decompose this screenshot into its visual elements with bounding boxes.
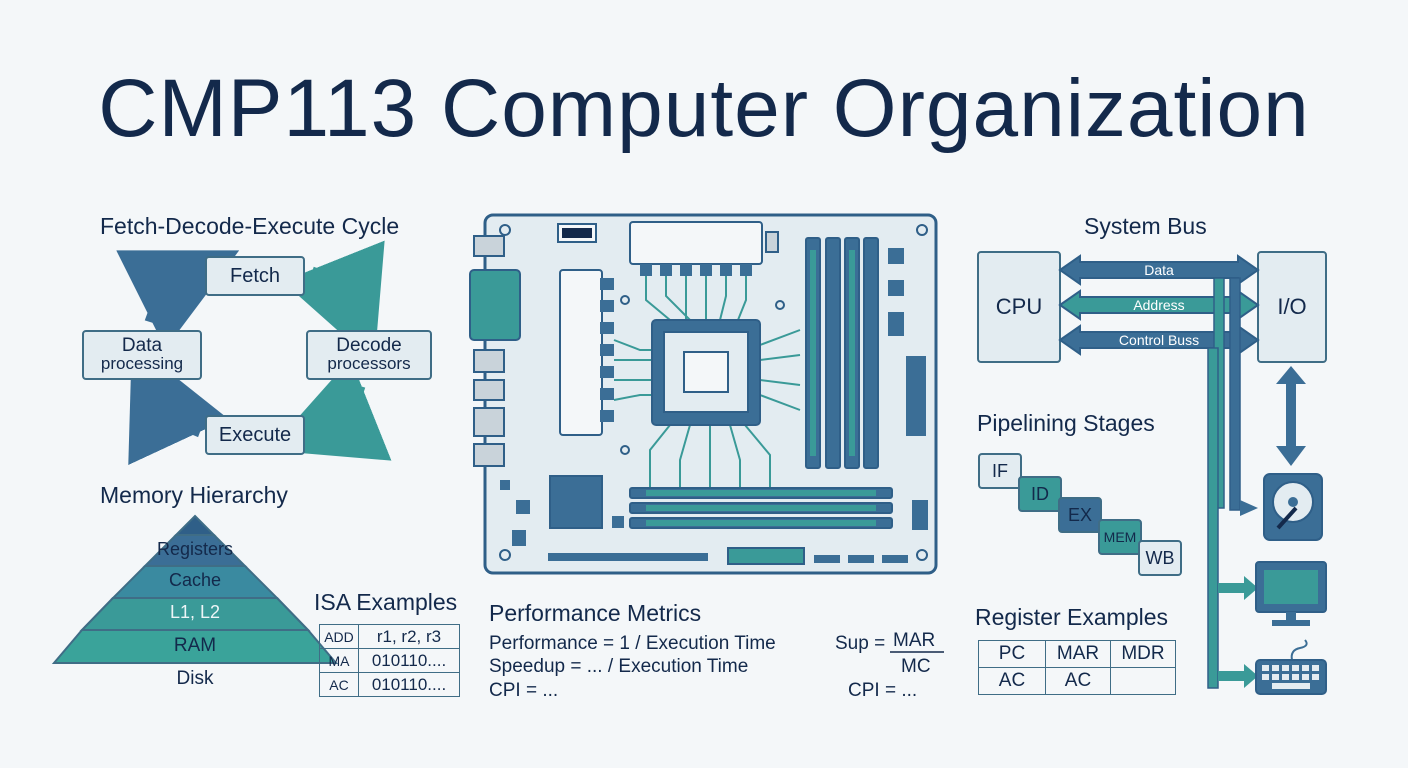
isa-operand: 010110.... <box>358 648 460 673</box>
cpi-formula-2: CPI = ... <box>848 680 918 701</box>
isa-operand: r1, r2, r3 <box>358 624 460 649</box>
data-label: Data <box>121 335 163 356</box>
register-cell <box>1110 667 1176 695</box>
stage-label: WB <box>1145 547 1175 568</box>
page-title: CMP113 Computer Organization <box>98 63 1310 154</box>
isa-op: AC <box>319 672 359 697</box>
bus-heading: System Bus <box>1084 213 1207 239</box>
motherboard-icon <box>469 213 938 575</box>
pipeline-stage-mem: MEM <box>1098 519 1142 555</box>
isa-heading: ISA Examples <box>314 589 458 615</box>
execute-box: Execute <box>205 415 305 455</box>
speedup-formula: Speedup = ... / Execution Time <box>489 656 749 677</box>
memory-level-cache: Cache <box>168 570 222 590</box>
register-cell: AC <box>978 667 1046 695</box>
stage-label: ID <box>1031 483 1049 504</box>
sup-label: Sup = <box>835 633 886 654</box>
isa-operand: 010110.... <box>358 672 460 697</box>
isa-op: MA <box>319 648 359 673</box>
pipeline-stage-if: IF <box>978 453 1022 489</box>
pipeline-stage-ex: EX <box>1058 497 1102 533</box>
fetch-box: Fetch <box>205 256 305 296</box>
memory-level-l1l2: L1, L2 <box>169 602 221 622</box>
data-processing-box: Data processing <box>82 330 202 380</box>
performance-heading: Performance Metrics <box>489 600 702 626</box>
decode-sublabel: processors <box>327 354 411 373</box>
memory-heading: Memory Hierarchy <box>100 482 288 508</box>
performance-formula: Performance = 1 / Execution Time <box>489 633 776 654</box>
data-sublabel: processing <box>100 354 184 373</box>
pipeline-stage-id: ID <box>1018 476 1062 512</box>
sup-numerator: MAR <box>893 630 936 651</box>
hard-disk-icon <box>1263 473 1323 541</box>
memory-pyramid <box>51 514 339 664</box>
register-cell: AC <box>1045 667 1111 695</box>
system-bus <box>977 251 1327 689</box>
io-label: I/O <box>1277 294 1307 319</box>
pipeline-stage-wb: WB <box>1138 540 1182 576</box>
cycle-arrow-icon <box>116 240 392 466</box>
cpu-label: CPU <box>995 294 1043 319</box>
register-cell: PC <box>978 640 1046 668</box>
stage-label: IF <box>992 460 1008 481</box>
sup-denominator: MC <box>901 656 931 677</box>
register-heading: Register Examples <box>975 604 1169 630</box>
stage-label: EX <box>1067 504 1092 525</box>
register-cell: MDR <box>1110 640 1176 668</box>
register-cell: MAR <box>1045 640 1111 668</box>
execute-label: Execute <box>218 423 292 446</box>
monitor-icon <box>1255 561 1327 626</box>
memory-level-registers: Registers <box>156 539 234 559</box>
control-bus-label: Control Buss <box>1118 332 1200 348</box>
fetch-label: Fetch <box>229 264 281 287</box>
stage-label: MEM <box>1103 529 1137 545</box>
memory-level-ram: RAM <box>173 635 217 656</box>
keyboard-icon <box>1255 639 1327 695</box>
pipeline-heading: Pipelining Stages <box>977 410 1155 436</box>
isa-op: ADD <box>319 624 359 649</box>
cpi-formula: CPI = ... <box>489 680 559 701</box>
address-bus-label: Address <box>1133 297 1185 313</box>
decode-box: Decode processors <box>306 330 432 380</box>
memory-level-disk: Disk <box>176 668 214 689</box>
fde-heading: Fetch-Decode-Execute Cycle <box>100 213 400 239</box>
decode-label: Decode <box>336 335 402 356</box>
data-bus-label: Data <box>1144 262 1174 278</box>
